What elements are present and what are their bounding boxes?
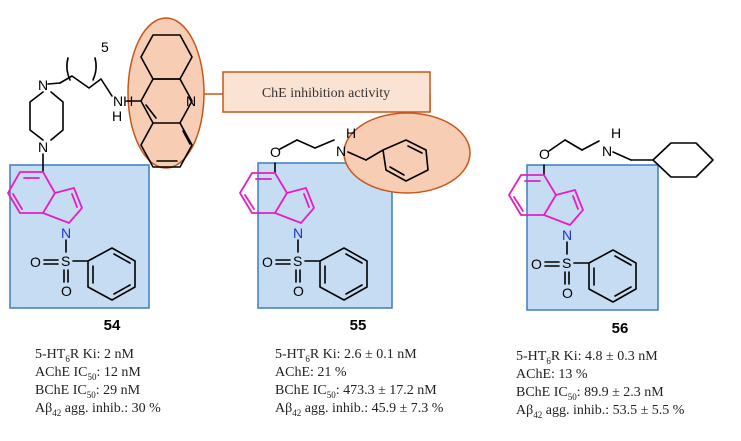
chain-repeat-count: 5 bbox=[101, 39, 109, 55]
sulfur-55: S bbox=[293, 253, 302, 269]
scaffold-box-54 bbox=[9, 164, 150, 309]
sulfonyl-oxygen-2-55: O bbox=[293, 283, 304, 299]
sulfonyl-oxygen-2-56: O bbox=[562, 285, 573, 301]
scaffold-box-56 bbox=[526, 164, 659, 311]
tacrine-ring-nitrogen: N bbox=[186, 93, 196, 109]
prop-56-line-0: 5-HT6R Ki: 4.8 ± 0.3 nM bbox=[516, 349, 658, 366]
piperazine-n-top: N bbox=[38, 77, 48, 93]
amine-n-56: N bbox=[602, 143, 612, 159]
ether-oxygen-55: O bbox=[270, 144, 281, 160]
compound-number-56: 56 bbox=[612, 320, 629, 337]
scaffold-box-55 bbox=[257, 162, 393, 309]
compound-54-structure: N NH H 5 N N N S O O bbox=[7, 17, 205, 309]
sulfonyl-oxygen-1-54: O bbox=[30, 254, 41, 270]
indole-nitrogen-55: N bbox=[293, 225, 303, 241]
sulfonyl-oxygen-2-54: O bbox=[61, 283, 72, 299]
amine-h-56: H bbox=[611, 125, 621, 141]
prop-55-line-1: AChE: 21 % bbox=[275, 365, 347, 380]
properties-54: 5-HT6R Ki: 2 nM AChE IC50: 12 nM BChE IC… bbox=[35, 347, 161, 418]
callout-label: ChE inhibition activity bbox=[262, 86, 390, 101]
properties-55: 5-HT6R Ki: 2.6 ± 0.1 nM AChE: 21 % BChE … bbox=[275, 347, 444, 418]
sulfonyl-oxygen-1-55: O bbox=[262, 254, 273, 270]
prop-56-line-3: Aβ42 agg. inhib.: 53.5 ± 5.5 % bbox=[516, 403, 685, 420]
linker-nh-54: NH bbox=[113, 93, 133, 109]
sulfur-54: S bbox=[61, 253, 70, 269]
prop-54-line-2: BChE IC50: 29 nM bbox=[35, 383, 141, 400]
ether-oxygen-56: O bbox=[539, 146, 550, 162]
amine-n-55: N bbox=[336, 143, 346, 159]
sulfur-56: S bbox=[562, 255, 571, 271]
prop-54-line-1: AChE IC50: 12 nM bbox=[35, 365, 141, 382]
prop-56-line-2: BChE IC50: 89.9 ± 2.3 nM bbox=[516, 385, 664, 402]
benzylamine-highlight-ellipse bbox=[343, 112, 471, 194]
compound-number-54: 54 bbox=[104, 317, 121, 334]
callout-box bbox=[222, 71, 431, 113]
nh-hydrogen-54: H bbox=[112, 108, 122, 124]
prop-55-line-0: 5-HT6R Ki: 2.6 ± 0.1 nM bbox=[275, 347, 417, 364]
compound-56-structure: O N H N S O O bbox=[508, 125, 714, 311]
prop-54-line-0: 5-HT6R Ki: 2 nM bbox=[35, 347, 135, 364]
piperazine-n-bottom: N bbox=[38, 139, 48, 155]
properties-56: 5-HT6R Ki: 4.8 ± 0.3 nM AChE: 13 % BChE … bbox=[516, 349, 685, 420]
compound-55-structure: O N H N S O O bbox=[239, 112, 471, 309]
prop-55-line-2: BChE IC50: 473.3 ± 17.2 nM bbox=[275, 383, 437, 400]
prop-54-line-3: Aβ42 agg. inhib.: 30 % bbox=[35, 401, 161, 418]
prop-55-line-3: Aβ42 agg. inhib.: 45.9 ± 7.3 % bbox=[275, 401, 444, 418]
compound-number-55: 55 bbox=[350, 317, 367, 334]
prop-56-line-1: AChE: 13 % bbox=[516, 367, 588, 382]
indole-nitrogen-54: N bbox=[61, 225, 71, 241]
sulfonyl-oxygen-1-56: O bbox=[531, 256, 542, 272]
amine-h-55: H bbox=[346, 125, 356, 141]
indole-nitrogen-56: N bbox=[562, 227, 572, 243]
